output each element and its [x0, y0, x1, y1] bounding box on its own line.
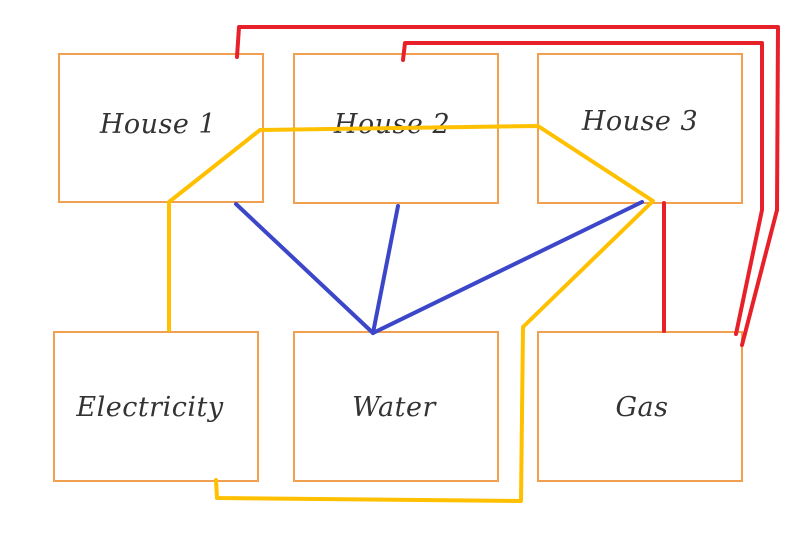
node-house3: House 3: [537, 53, 743, 204]
node-gas: Gas: [537, 331, 743, 482]
svg-text:Electricity: Electricity: [75, 392, 223, 423]
gas-line-house1: [235, 25, 780, 347]
water-line-house2: [371, 204, 400, 335]
node-electricity: Electricity: [53, 331, 259, 482]
electricity-line: [167, 124, 655, 503]
svg-text:Water: Water: [352, 392, 437, 423]
svg-text:House 3: House 3: [581, 106, 698, 137]
gas-line-house2: [401, 41, 764, 336]
node-house1: House 1: [58, 53, 264, 203]
svg-text:House 1: House 1: [99, 109, 216, 140]
water-line-house1: [234, 202, 375, 335]
svg-text:House 2: House 2: [333, 109, 450, 140]
svg-text:Gas: Gas: [615, 392, 668, 423]
node-water: Water: [293, 331, 499, 482]
water-line-house3: [371, 200, 644, 335]
